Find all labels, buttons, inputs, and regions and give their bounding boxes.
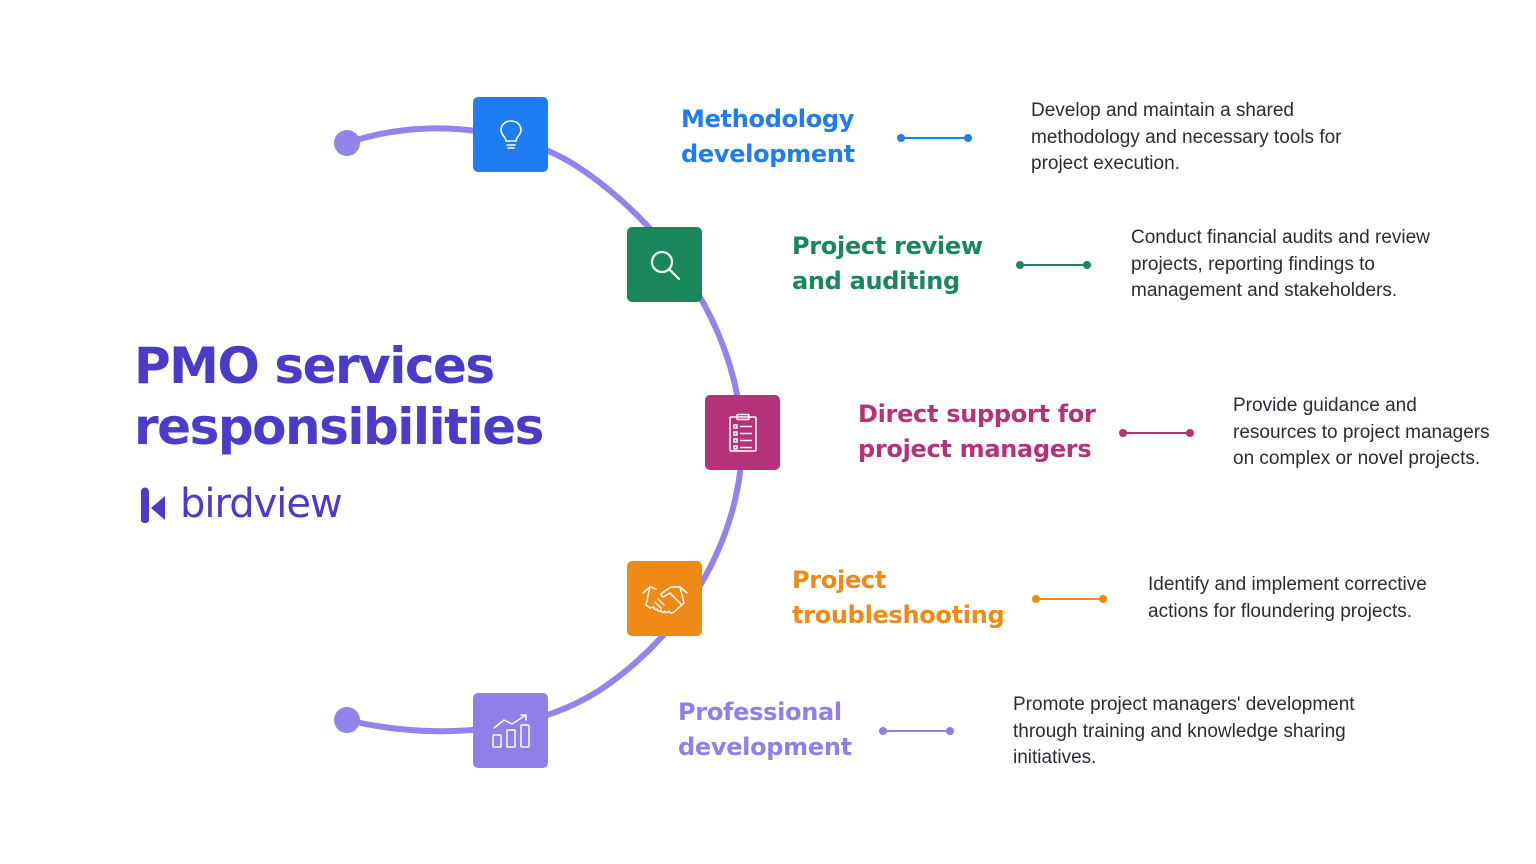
checklist-icon — [728, 413, 757, 452]
desc-support: Provide guidance and resources to projec… — [1233, 395, 1490, 469]
magnifier-icon — [650, 250, 680, 280]
desc-methodology: Develop and maintain a shared methodolog… — [1031, 100, 1342, 174]
heading-review: Project review and auditing — [792, 232, 983, 295]
review-icon-box — [627, 227, 702, 302]
handshake-icon — [641, 585, 688, 614]
birdview-logo-icon — [141, 487, 165, 523]
professional-icon-box — [473, 693, 548, 768]
connector-professional — [879, 727, 954, 735]
desc-troubleshooting: Identify and implement corrective action… — [1148, 574, 1427, 622]
heading-support: Direct support for project managers — [858, 400, 1096, 463]
arc-end-dot-top — [334, 130, 360, 156]
heading-professional: Professional development — [678, 698, 852, 761]
connector-troubleshooting — [1032, 595, 1107, 603]
support-icon-box — [705, 395, 780, 470]
desc-review: Conduct financial audits and review proj… — [1131, 227, 1430, 301]
growth-chart-icon — [491, 713, 530, 748]
brand-logo: birdview — [138, 481, 343, 527]
connector-support — [1119, 429, 1194, 437]
troubleshooting-icon-box — [627, 561, 702, 636]
connector-review — [1016, 261, 1091, 269]
connector-methodology — [897, 134, 972, 142]
lightbulb-icon — [499, 119, 522, 149]
methodology-icon-box — [473, 97, 548, 172]
heading-troubleshooting: Project troubleshooting — [792, 566, 1005, 629]
desc-professional: Promote project managers' development th… — [1013, 694, 1355, 768]
heading-methodology: Methodology development — [681, 105, 855, 168]
arc-end-dot-bottom — [334, 707, 360, 733]
page-title: PMO services responsibilities — [134, 337, 544, 456]
brand-name: birdview — [180, 481, 343, 527]
